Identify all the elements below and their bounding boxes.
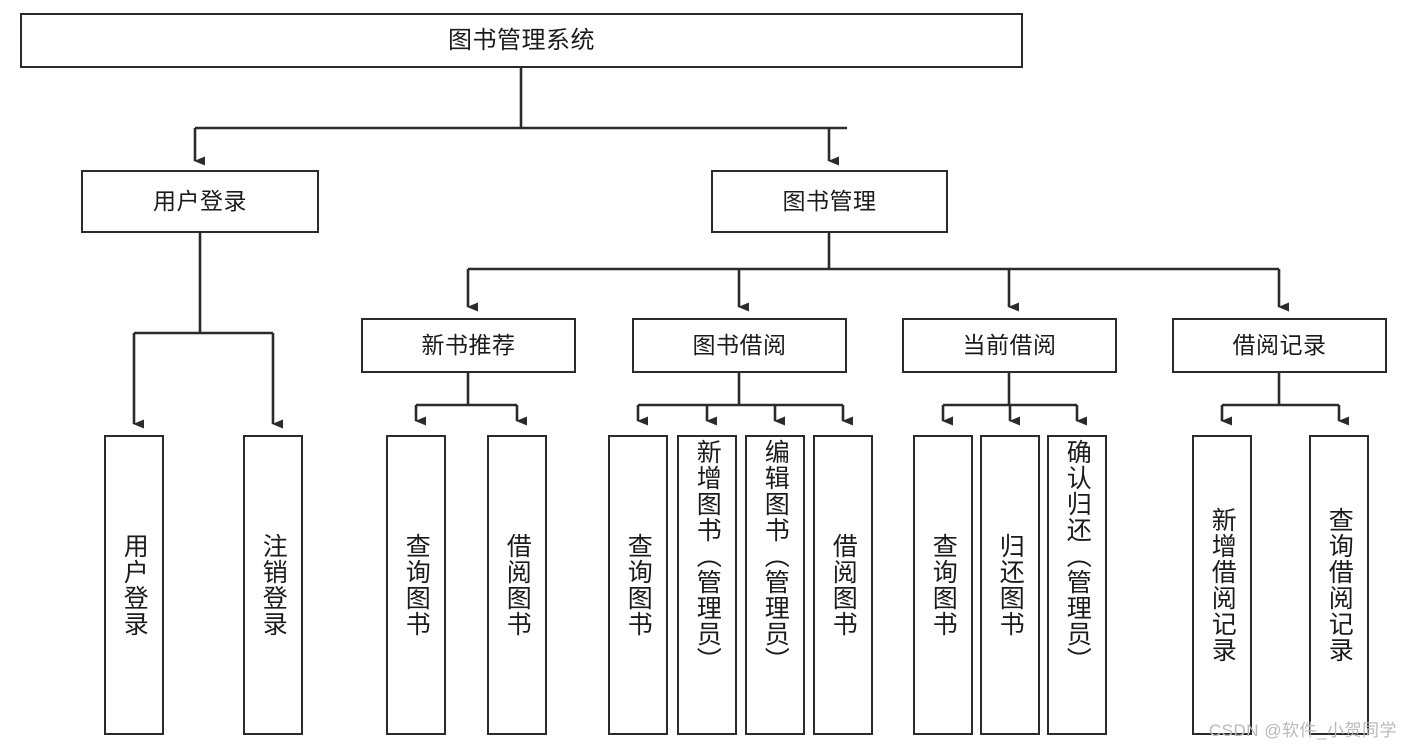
node-label: 注销登录 [259,533,288,637]
node-new-book-recommend[interactable]: 新书推荐 [361,318,576,373]
node-label: 确认归还（管理员） [1063,439,1092,673]
node-book-management[interactable]: 图书管理 [711,170,948,233]
node-label: 图书管理系统 [448,26,595,54]
node-leaf-add-book[interactable]: 新增图书（管理员） [677,435,737,735]
node-label: 借阅图书 [503,533,532,637]
node-leaf-borrow-book-1[interactable]: 借阅图书 [487,435,547,735]
node-label: 图书管理 [782,188,877,214]
node-label: 图书借阅 [692,332,787,358]
node-root-book-management-system[interactable]: 图书管理系统 [20,13,1023,68]
node-leaf-query-book-2[interactable]: 查询图书 [608,435,668,735]
node-borrow-record[interactable]: 借阅记录 [1172,318,1387,373]
node-leaf-return-book[interactable]: 归还图书 [980,435,1040,735]
node-label: 当前借阅 [962,332,1057,358]
node-label: 借阅图书 [829,533,858,637]
node-label: 新增图书（管理员） [693,439,722,673]
node-leaf-query-book-1[interactable]: 查询图书 [386,435,446,735]
node-label: 查询借阅记录 [1325,507,1354,663]
node-leaf-add-record[interactable]: 新增借阅记录 [1192,435,1252,735]
node-leaf-edit-book[interactable]: 编辑图书（管理员） [745,435,805,735]
node-book-borrow[interactable]: 图书借阅 [632,318,847,373]
node-user-login[interactable]: 用户登录 [81,170,319,233]
node-label: 查询图书 [929,533,958,637]
node-leaf-query-record[interactable]: 查询借阅记录 [1309,435,1369,735]
node-label: 归还图书 [996,533,1025,637]
node-label: 用户登录 [153,188,247,214]
node-leaf-borrow-book-2[interactable]: 借阅图书 [813,435,873,735]
node-label: 查询图书 [624,533,653,637]
node-leaf-user-login[interactable]: 用户登录 [104,435,164,735]
node-label: 查询图书 [402,533,431,637]
node-current-borrow[interactable]: 当前借阅 [902,318,1117,373]
node-leaf-logout[interactable]: 注销登录 [243,435,303,735]
node-label: 借阅记录 [1232,332,1327,358]
node-label: 新书推荐 [421,332,516,358]
watermark-text: CSDN @软件_小贺同学 [1208,721,1397,740]
node-leaf-confirm-return[interactable]: 确认归还（管理员） [1047,435,1107,735]
node-leaf-query-book-3[interactable]: 查询图书 [913,435,973,735]
node-label: 编辑图书（管理员） [761,439,790,673]
node-label: 用户登录 [120,533,149,637]
node-label: 新增借阅记录 [1208,507,1237,663]
